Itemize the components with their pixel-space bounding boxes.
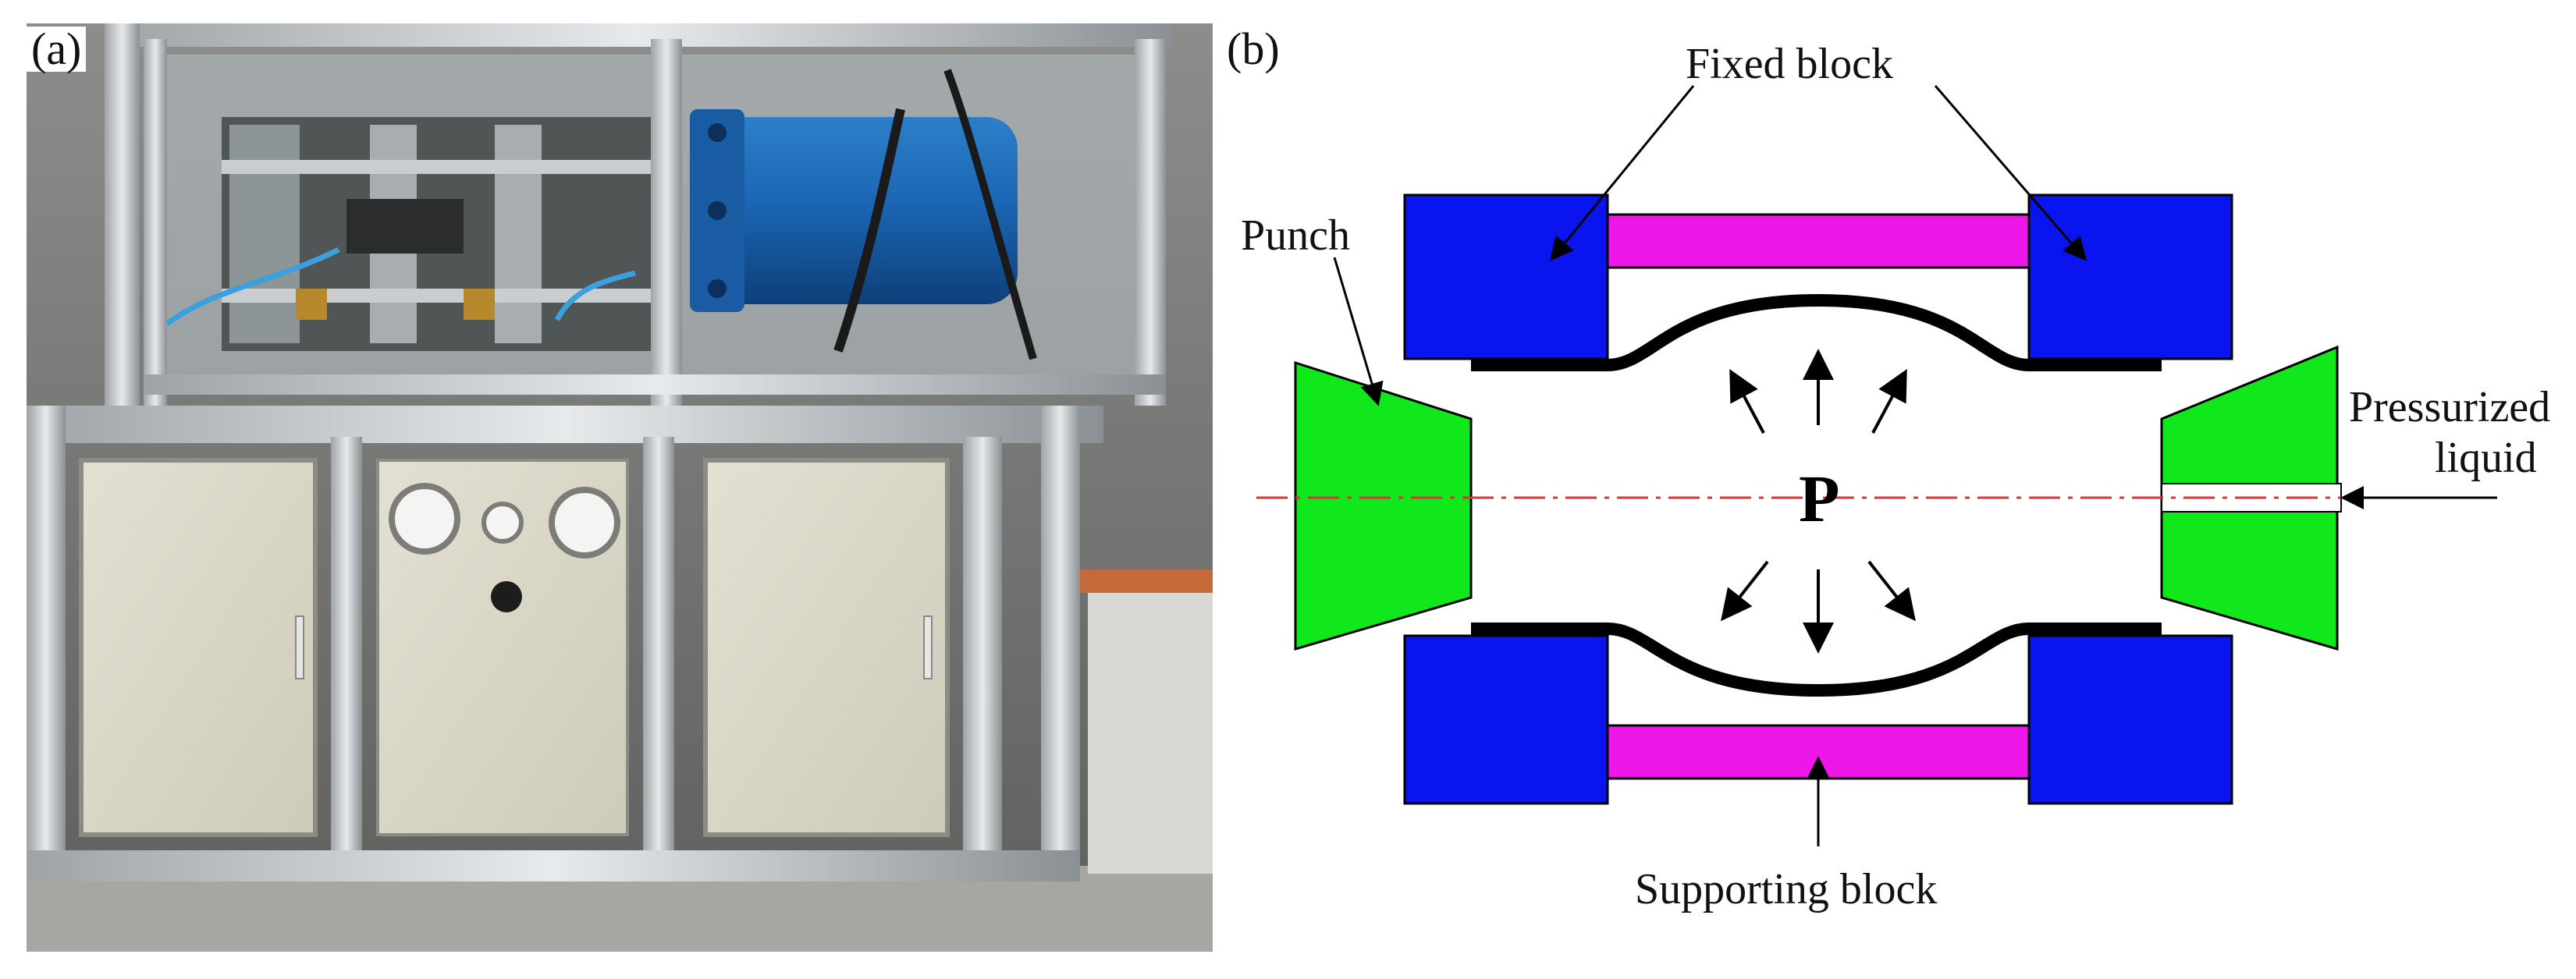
press-plate-right	[495, 125, 542, 343]
upper-frame-post-mid	[651, 39, 682, 406]
pressure-symbol: P	[1799, 461, 1840, 536]
hydraulic-cylinder	[690, 117, 1018, 304]
fixed-block-top-right	[2027, 193, 2233, 360]
table-post-3	[643, 437, 674, 874]
cabinet-door-left	[79, 458, 318, 837]
side-table-leg	[1088, 593, 1213, 874]
hose-blue-mid	[554, 270, 636, 321]
punch-left	[1294, 360, 1473, 651]
pressure-arrow-up-right	[1871, 368, 1907, 434]
pressure-arrow-down-right	[1867, 560, 1916, 622]
machine-photo	[27, 23, 1213, 952]
pressure-gauge-small	[481, 502, 524, 544]
hose-blue-left	[165, 247, 340, 326]
upper-frame-post-right	[1135, 39, 1166, 406]
cylinder-bolt	[708, 201, 727, 220]
pressure-gauge-left	[389, 483, 460, 555]
punch-label: Punch	[1241, 211, 1350, 260]
hydroforming-schematic: Fixed block Punch Pressurized liquid P S…	[1241, 40, 2550, 913]
table-post-left	[27, 406, 66, 874]
control-knob	[491, 581, 522, 612]
pressurized-liquid-label-2: liquid	[2435, 434, 2537, 482]
fixed-block-label: Fixed block	[1686, 40, 1893, 88]
hose-black-2	[943, 69, 1037, 360]
tube-wall-bottom	[1471, 623, 2162, 697]
fixed-block-callout-arrow-right	[1934, 85, 2087, 261]
tube-wall-top	[1471, 293, 2162, 371]
table-post-far-right	[1041, 406, 1080, 874]
press-plate-left	[229, 125, 300, 343]
pressure-arrow-up-left	[1729, 368, 1765, 434]
punch-callout-arrow	[1333, 257, 1384, 406]
table-post-right	[963, 437, 1002, 874]
table-top-rail	[27, 406, 1103, 443]
upper-frame-post-mid-left	[144, 39, 167, 406]
brass-nut-left	[296, 289, 327, 320]
pressure-gauge-right	[549, 487, 620, 559]
door-handle-right	[923, 615, 933, 679]
pressurized-liquid-label-1: Pressurized	[2349, 383, 2550, 431]
upper-frame-top	[105, 23, 1174, 47]
pressure-arrow-down-left	[1721, 560, 1769, 622]
fixed-block-top-left	[1403, 193, 1609, 360]
door-handle-left	[295, 615, 304, 679]
panel-a-label: (a)	[27, 27, 87, 72]
fixed-block-callout-arrow-left	[1550, 85, 1695, 261]
brass-nut-right	[464, 289, 495, 320]
fixed-block-bottom-right	[2027, 634, 2233, 805]
guide-rod-top	[222, 160, 659, 174]
guide-rod-bottom	[222, 289, 659, 303]
clamp	[346, 199, 464, 254]
cylinder-bolt	[708, 279, 727, 298]
supporting-block-label: Supporting block	[1635, 865, 1937, 913]
side-table	[1080, 569, 1213, 593]
supporting-block-top	[1606, 213, 2031, 269]
fixed-block-bottom-left	[1403, 634, 1609, 805]
panel-b-label: (b)	[1222, 27, 1284, 72]
hose-black	[833, 108, 905, 353]
upper-frame-inner-bar	[144, 374, 1166, 395]
table-bottom-rail	[27, 850, 1080, 881]
table-post-2	[331, 437, 362, 874]
upper-frame-post-left	[105, 23, 140, 406]
cabinet-door-right	[703, 458, 950, 837]
cylinder-bolt	[708, 123, 727, 142]
